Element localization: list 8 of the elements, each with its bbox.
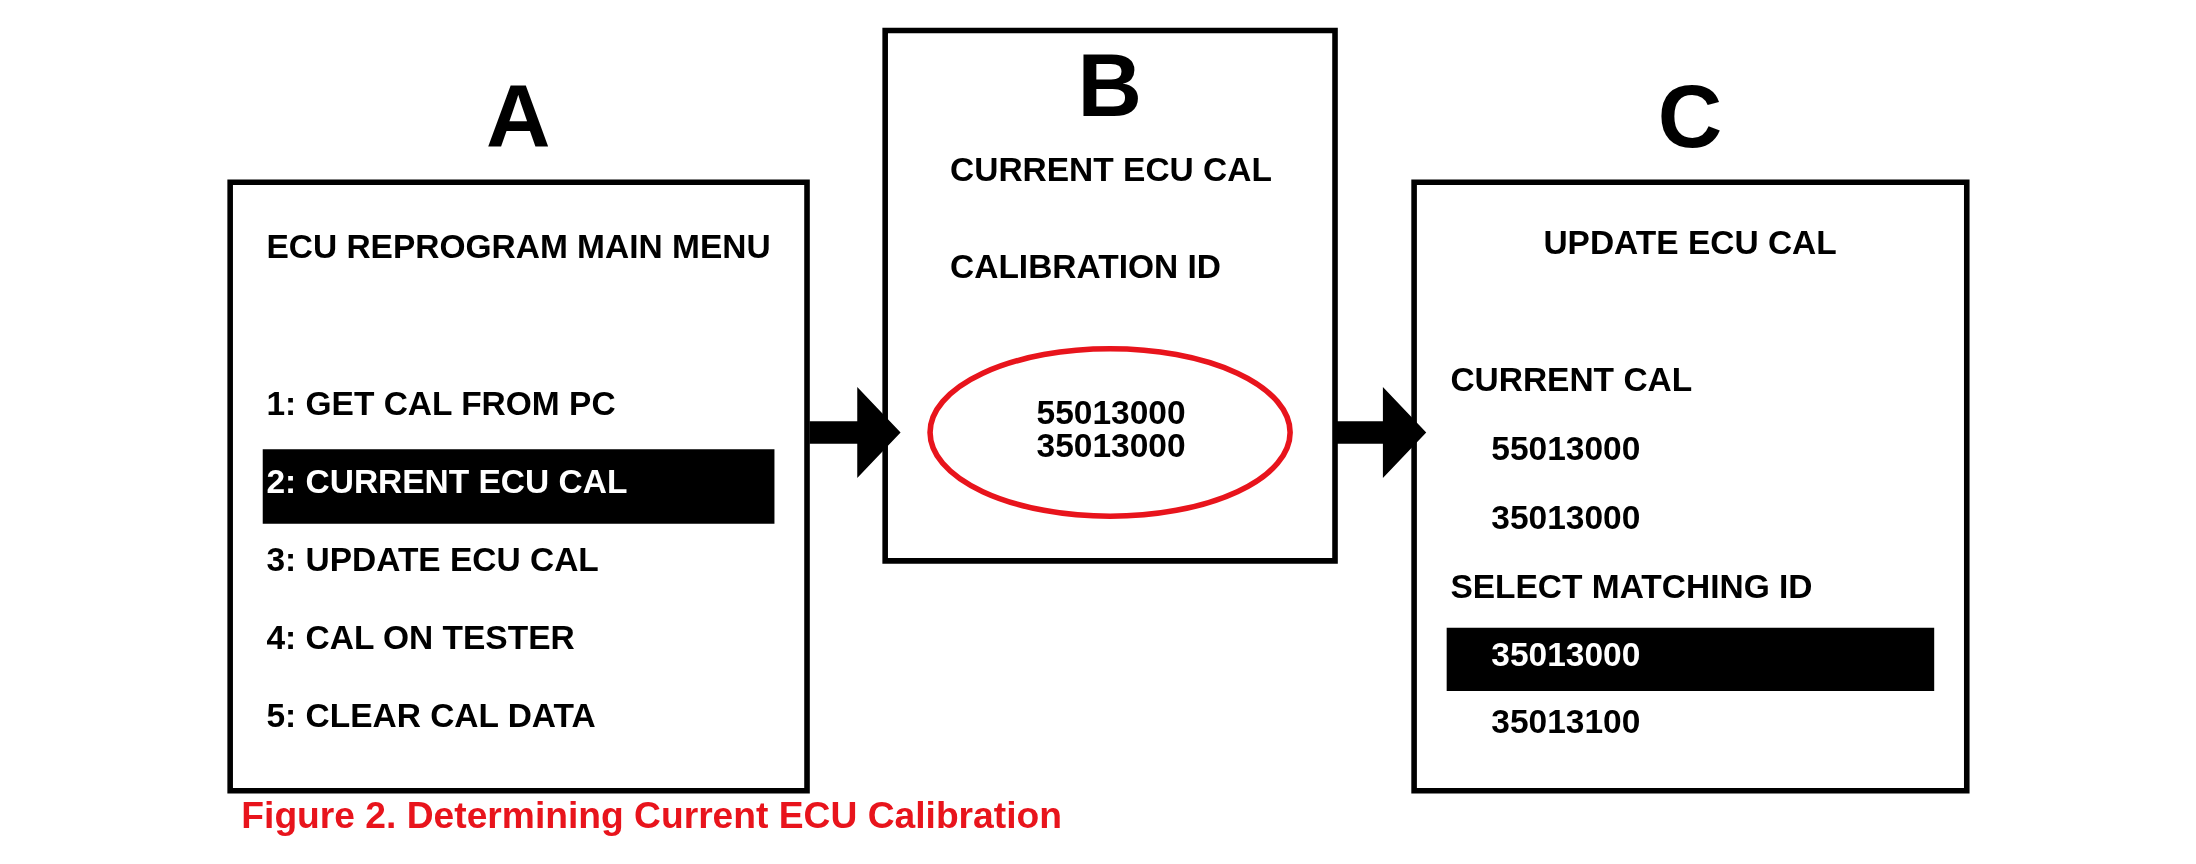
node-box: UPDATE ECU CAL CURRENT CAL 55013000 35013000 SELECT MATCHING ID 35013000 35013100 xyxy=(1411,179,1970,794)
caption: Figure 2. Determining Current ECU Calibration xyxy=(241,793,1062,836)
node-box: ECU REPROGRAM MAIN MENU 1: GET CAL FROM PC 2: CURRENT ECU CAL 3: UPDATE ECU CAL 4: CAL ON TESTER 5: CLEAR CAL DATA xyxy=(227,179,810,794)
node-ellipse: 55013000 35013000 xyxy=(927,345,1293,519)
node-label: A xyxy=(486,65,551,166)
arrow xyxy=(809,386,901,478)
node-label: C xyxy=(1657,65,1723,166)
arrow xyxy=(1335,386,1427,478)
